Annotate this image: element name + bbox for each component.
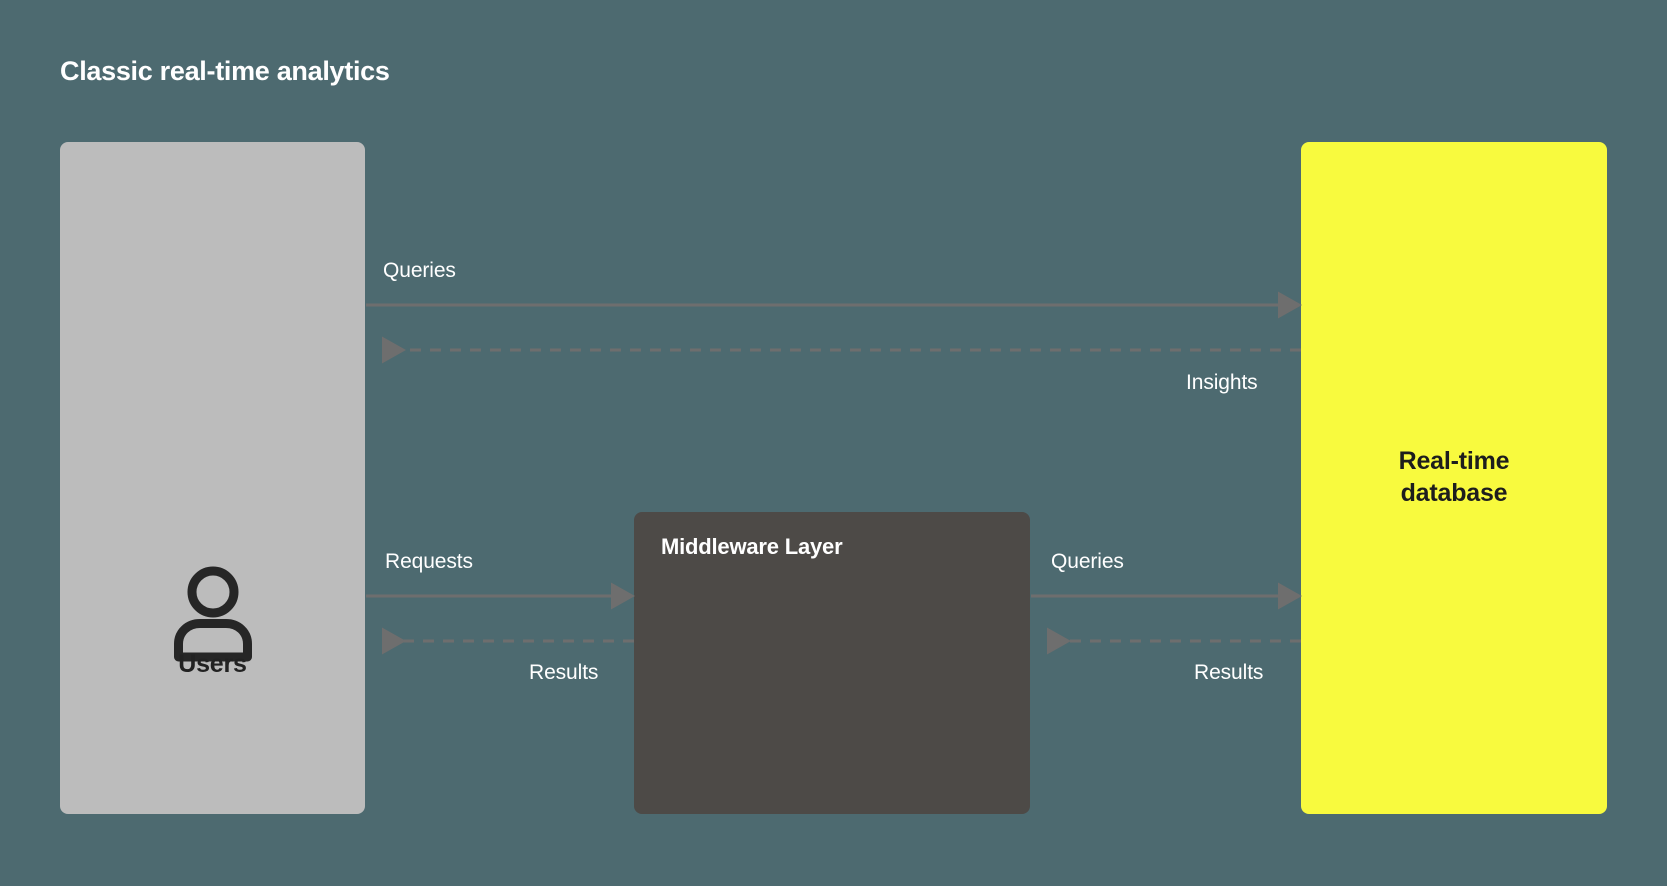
edge-label-queries-users-database: Queries — [383, 259, 456, 282]
node-middleware[interactable]: Middleware Layer — [634, 512, 1030, 814]
person-icon — [170, 566, 256, 662]
edge-label-results-middleware-users: Results — [529, 661, 599, 684]
edge-label-queries-middleware-database: Queries — [1051, 550, 1124, 573]
node-database-label: Real-time database — [1399, 446, 1510, 510]
edge-label-results-database-middleware: Results — [1194, 661, 1264, 684]
edge-label-insights: Insights — [1186, 371, 1258, 394]
node-database[interactable]: Real-time database — [1301, 142, 1607, 814]
node-database-label-line1: Real-time — [1398, 447, 1510, 476]
edge-label-requests: Requests — [385, 550, 473, 573]
node-users-label: Users — [178, 650, 247, 678]
node-database-label-line2: database — [1400, 479, 1508, 507]
page-title: Classic real-time analytics — [60, 56, 390, 86]
node-middleware-label: Middleware Layer — [661, 534, 843, 559]
node-users[interactable]: Users — [60, 142, 365, 814]
